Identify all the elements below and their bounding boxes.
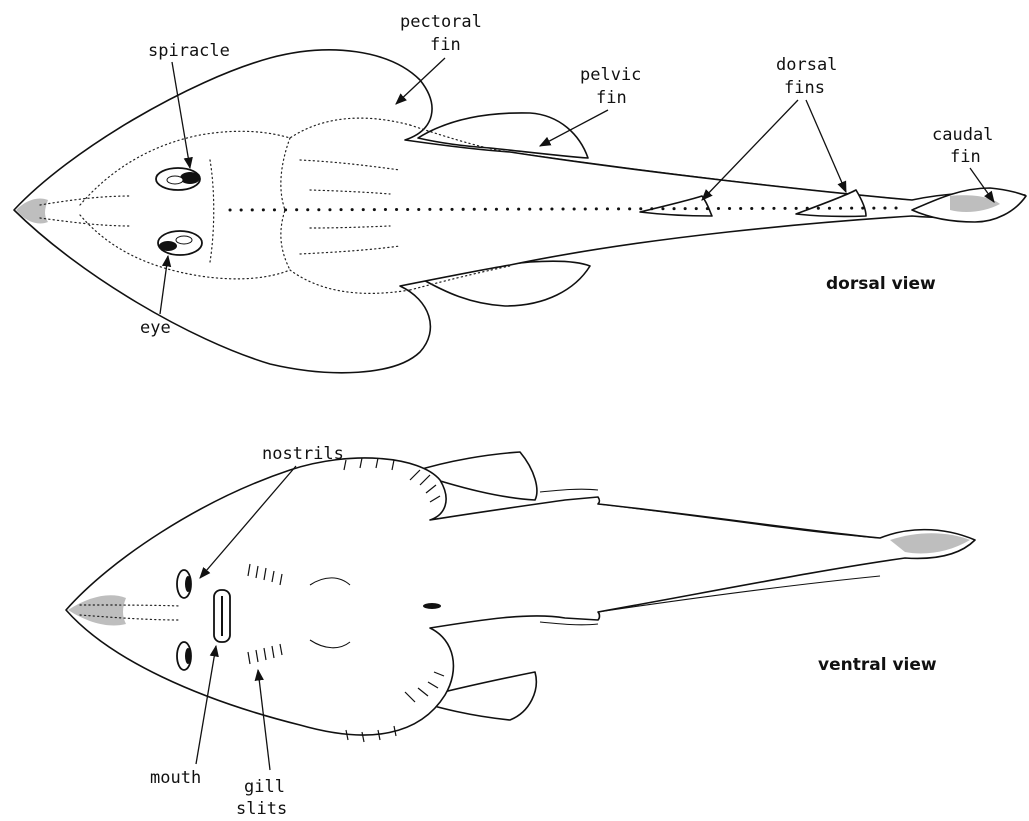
label-mouth: mouth <box>150 768 201 788</box>
dorsal-view-label: dorsal view <box>826 274 936 294</box>
label-caudal-fin-1: caudal <box>932 125 993 145</box>
label-dorsal-fins-1: dorsal <box>776 55 837 75</box>
label-gill-slits-1: gill <box>244 777 285 797</box>
arrow-dorsal-fin-2 <box>806 100 846 192</box>
label-pelvic-fin-2: fin <box>596 88 627 108</box>
label-dorsal-fins-2: fins <box>784 78 825 98</box>
ventral-view-label: ventral view <box>818 655 937 675</box>
label-eye: eye <box>140 318 171 338</box>
ventral-view-figure <box>66 452 975 742</box>
label-pectoral-fin-2: fin <box>430 35 461 55</box>
label-nostrils: nostrils <box>262 444 344 464</box>
label-gill-slits-2: slits <box>236 799 287 819</box>
label-pelvic-fin-1: pelvic <box>580 65 641 85</box>
label-caudal-fin-2: fin <box>950 147 981 167</box>
label-pectoral-fin-1: pectoral <box>400 12 482 32</box>
label-spiracle: spiracle <box>148 41 230 61</box>
